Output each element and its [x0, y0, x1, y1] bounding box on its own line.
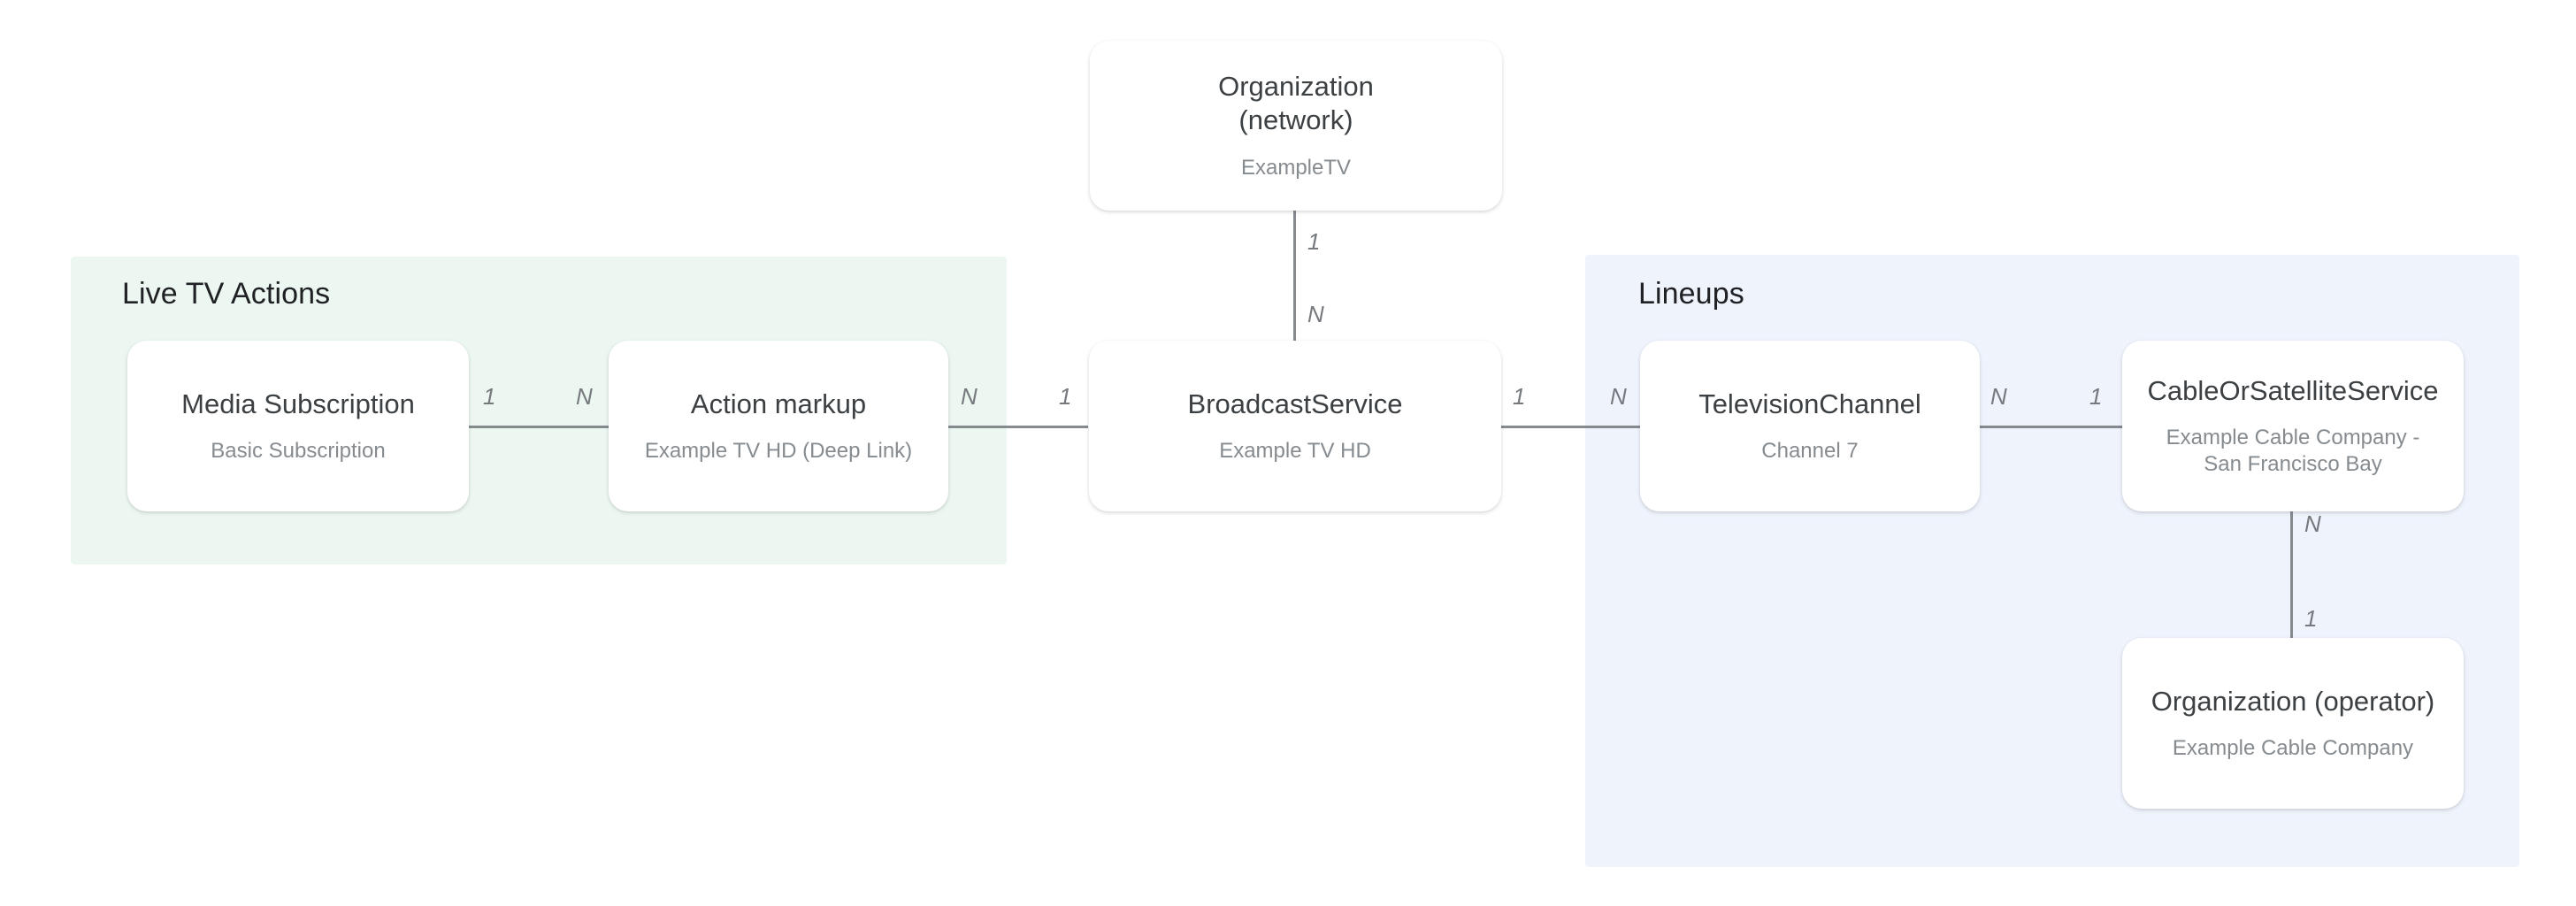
node-title: BroadcastService: [1187, 388, 1403, 419]
node-title: CableOrSatelliteService: [2147, 374, 2439, 406]
edge-label-television-channel-to-cable-or-satellite-service-from: N: [1990, 383, 2008, 410]
edge-org-network-to-broadcast-service: [1293, 211, 1296, 342]
node-title: Action markup: [690, 388, 867, 419]
edge-label-cable-or-satellite-service-to-org-operator-to: 1: [2304, 605, 2318, 632]
edge-label-org-network-to-broadcast-service-from: 1: [1307, 228, 1321, 255]
node-title: Organization (network): [1218, 71, 1374, 135]
edge-label-broadcast-service-to-television-channel-to: N: [1610, 383, 1628, 410]
edge-broadcast-service-to-television-channel: [1499, 426, 1640, 428]
group-title-lineups: Lineups: [1638, 277, 1744, 311]
edge-label-media-subscription-to-action-markup-from: 1: [483, 383, 496, 410]
node-cable-or-satellite-service[interactable]: CableOrSatelliteService Example Cable Co…: [2122, 341, 2464, 511]
edge-label-action-markup-to-broadcast-service-to: 1: [1059, 383, 1072, 410]
node-title: TelevisionChannel: [1698, 388, 1921, 419]
edge-television-channel-to-cable-or-satellite-service: [1979, 426, 2122, 428]
node-subtitle: Example TV HD: [1219, 439, 1371, 464]
node-organization-network[interactable]: Organization (network) ExampleTV: [1090, 41, 1502, 211]
edge-label-cable-or-satellite-service-to-org-operator-from: N: [2304, 511, 2322, 537]
node-action-markup[interactable]: Action markup Example TV HD (Deep Link): [609, 341, 948, 511]
node-organization-operator[interactable]: Organization (operator) Example Cable Co…: [2122, 638, 2464, 809]
node-title: Media Subscription: [181, 388, 415, 419]
node-subtitle: Channel 7: [1761, 439, 1859, 464]
edge-cable-or-satellite-service-to-org-operator: [2290, 511, 2293, 639]
edge-label-media-subscription-to-action-markup-to: N: [576, 383, 594, 410]
edge-action-markup-to-broadcast-service: [948, 426, 1088, 428]
edge-label-action-markup-to-broadcast-service-from: N: [961, 383, 978, 410]
edge-media-subscription-to-action-markup: [469, 426, 609, 428]
node-subtitle: Example Cable Company - San Francisco Ba…: [2166, 426, 2420, 477]
node-subtitle: Basic Subscription: [211, 439, 386, 464]
node-title: Organization (operator): [2150, 685, 2435, 717]
node-television-channel[interactable]: TelevisionChannel Channel 7: [1640, 341, 1980, 511]
node-broadcast-service[interactable]: BroadcastService Example TV HD: [1089, 341, 1501, 511]
edge-label-broadcast-service-to-television-channel-from: 1: [1513, 383, 1526, 410]
node-subtitle: Example Cable Company: [2172, 736, 2414, 761]
node-subtitle: ExampleTV: [1240, 155, 1352, 180]
edge-label-org-network-to-broadcast-service-to: N: [1307, 301, 1325, 327]
node-media-subscription[interactable]: Media Subscription Basic Subscription: [127, 341, 469, 511]
group-title-live-tv-actions: Live TV Actions: [122, 277, 331, 311]
node-subtitle: Example TV HD (Deep Link): [644, 439, 913, 464]
edge-label-television-channel-to-cable-or-satellite-service-to: 1: [2089, 383, 2103, 410]
